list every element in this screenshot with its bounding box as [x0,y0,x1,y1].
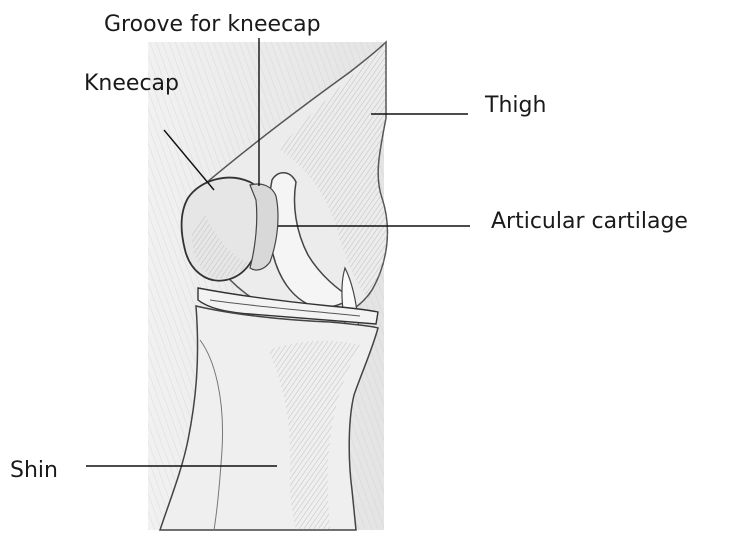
label-articular-cartilage: Articular cartilage [491,211,688,233]
label-groove-for-kneecap: Groove for kneecap [104,14,321,36]
label-shin: Shin [10,460,58,482]
label-kneecap: Kneecap [84,73,179,95]
label-thigh: Thigh [485,95,546,117]
